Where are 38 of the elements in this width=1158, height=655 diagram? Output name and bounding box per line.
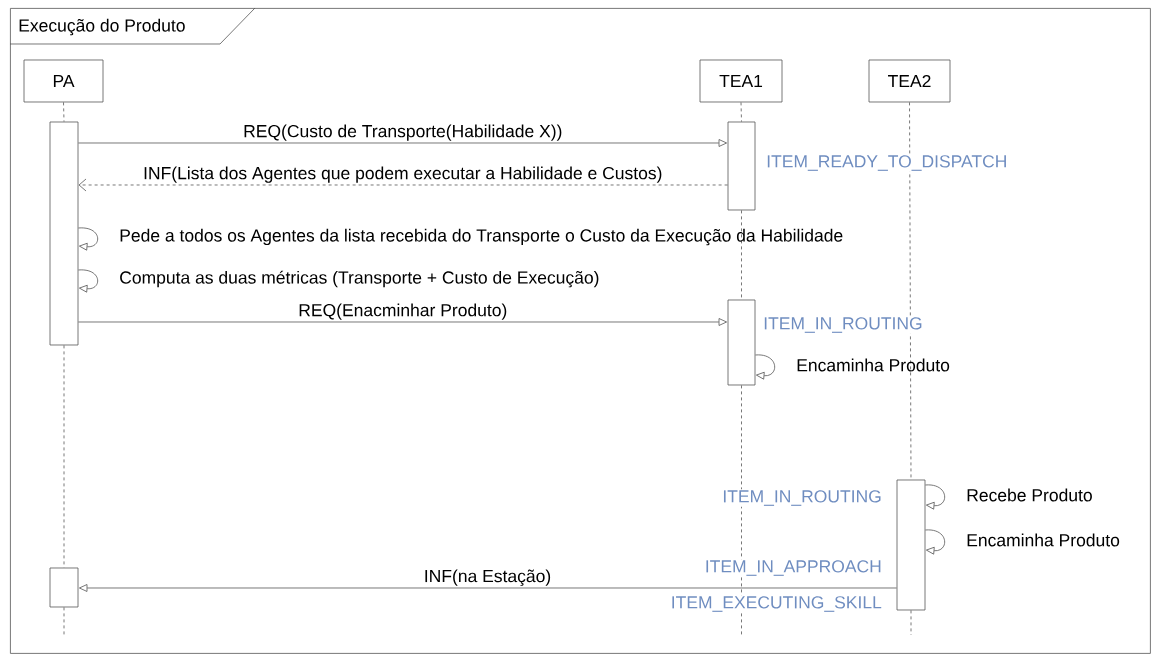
activation-bar — [896, 479, 926, 611]
activation-bar — [49, 121, 79, 346]
lifeline — [910, 610, 912, 636]
edge-label: REQ(Enacminhar Produto) — [297, 302, 509, 321]
message-arrow — [78, 178, 728, 192]
lifeline — [909, 102, 912, 480]
message-arrow — [78, 139, 727, 147]
state-label: ITEM_EXECUTING_SKILL — [669, 595, 883, 613]
activation-bar — [727, 299, 756, 386]
message-arrow — [79, 584, 897, 592]
state-label: ITEM_IN_ROUTING — [721, 489, 883, 507]
state-label: ITEM_READY_TO_DISPATCH — [765, 154, 1009, 172]
edge-label: INF(na Estação) — [422, 568, 553, 587]
lifeline — [63, 102, 65, 122]
edge-label: Encaminha Produto — [967, 533, 1120, 547]
edge-label: Encaminha Produto — [797, 358, 950, 372]
lifeline-head: TEA2 — [868, 59, 951, 103]
self-message-arrow — [78, 227, 99, 251]
message-arrow — [78, 318, 727, 326]
lifeline — [741, 385, 742, 636]
edge-label: INF(Lista dos Agentes que podem executar a Habilidade e Custos) — [142, 165, 664, 184]
activation-bar — [49, 567, 79, 608]
self-message-arrow — [925, 484, 946, 510]
self-message-arrow — [78, 269, 99, 293]
edge-label: Pede a todos os Agentes da lista recebida do Transporte o Custo da Execução da Habilidade — [120, 228, 843, 246]
state-label: ITEM_IN_APPROACH — [703, 559, 883, 577]
lifeline-head: PA — [23, 59, 104, 103]
lifeline-head: TEA1 — [699, 59, 783, 103]
lifeline — [63, 345, 65, 568]
lifeline — [740, 102, 742, 122]
lifeline — [63, 607, 65, 636]
edge-label: REQ(Custo de Transporte(Habilidade X)) — [242, 123, 564, 142]
self-message-arrow — [925, 529, 946, 555]
edge-label: Recebe Produto — [967, 488, 1092, 502]
edge-label: Computa as duas métricas (Transporte + Custo de Execução) — [120, 270, 599, 288]
self-message-arrow — [755, 354, 776, 380]
activation-bar — [727, 121, 756, 211]
lifeline — [741, 210, 742, 300]
